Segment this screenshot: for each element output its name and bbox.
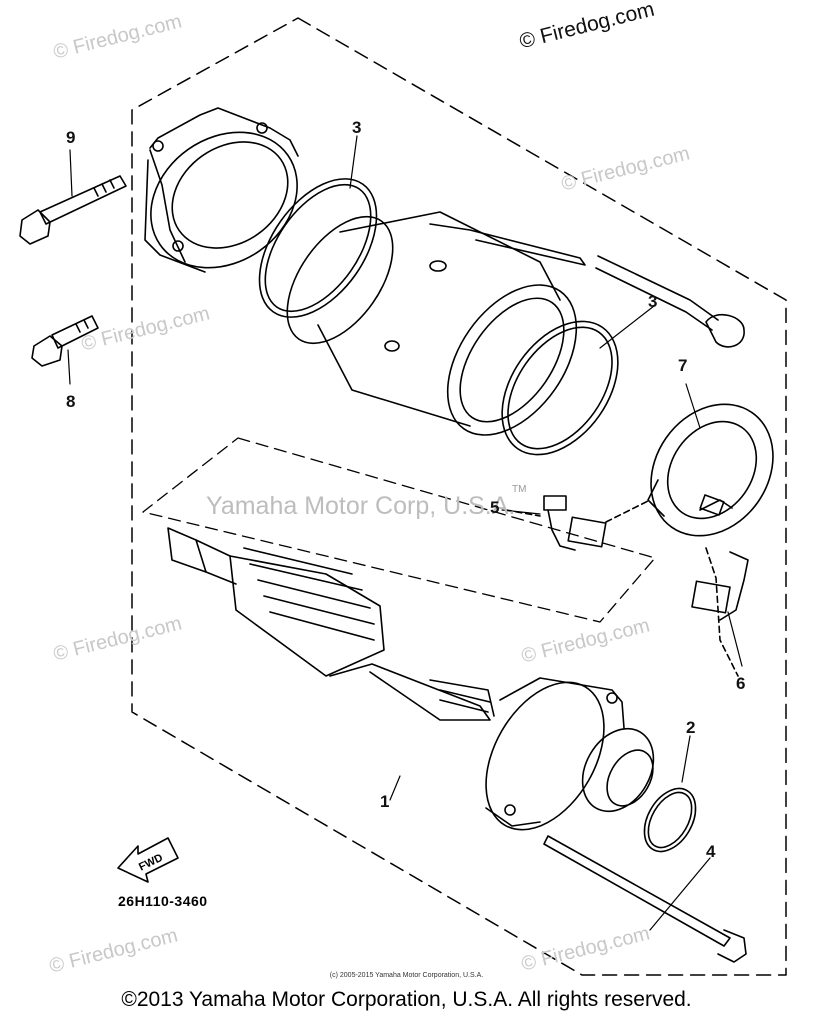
brush-6 [691,547,749,677]
assembly-boundary-dashed [131,17,787,976]
footer-copyright: ©2013 Yamaha Motor Corporation, U.S.A. A… [121,988,692,1011]
callout-8: 8 [66,392,76,411]
o-ring-2 [643,787,697,853]
leader-lines [67,135,743,931]
brush-plate-7 [647,403,774,537]
callout-3-top: 3 [352,118,362,137]
callout-4: 4 [706,842,716,861]
trademark-mark: TM [512,484,527,495]
armature [167,527,495,721]
callout-1: 1 [380,792,390,811]
front-cover [144,107,299,273]
callout-5: 5 [490,498,500,517]
rear-cover [485,677,655,831]
fwd-label: FWD [137,852,165,874]
o-ring-3-mid [501,320,619,456]
brush-5 [505,495,651,551]
bolt-8 [31,315,99,367]
callout-2: 2 [686,718,696,737]
yoke-body [286,211,745,436]
callout-9: 9 [66,128,76,147]
small-copyright: (c) 2005-2015 Yamaha Motor Corporation, … [329,972,484,979]
diagram-part-number: 26H110-3460 [118,893,208,909]
bolt-9 [19,175,127,245]
callout-7: 7 [678,356,688,375]
o-ring-3-top [258,178,378,318]
fwd-arrow-icon [117,837,179,883]
callout-6: 6 [736,674,746,693]
through-bolt-4 [543,835,747,963]
callout-3-mid: 3 [648,292,658,311]
armature-boundary-dashed [142,437,656,623]
yamaha-center-watermark: Yamaha Motor Corp, U.S.A. [206,492,516,520]
